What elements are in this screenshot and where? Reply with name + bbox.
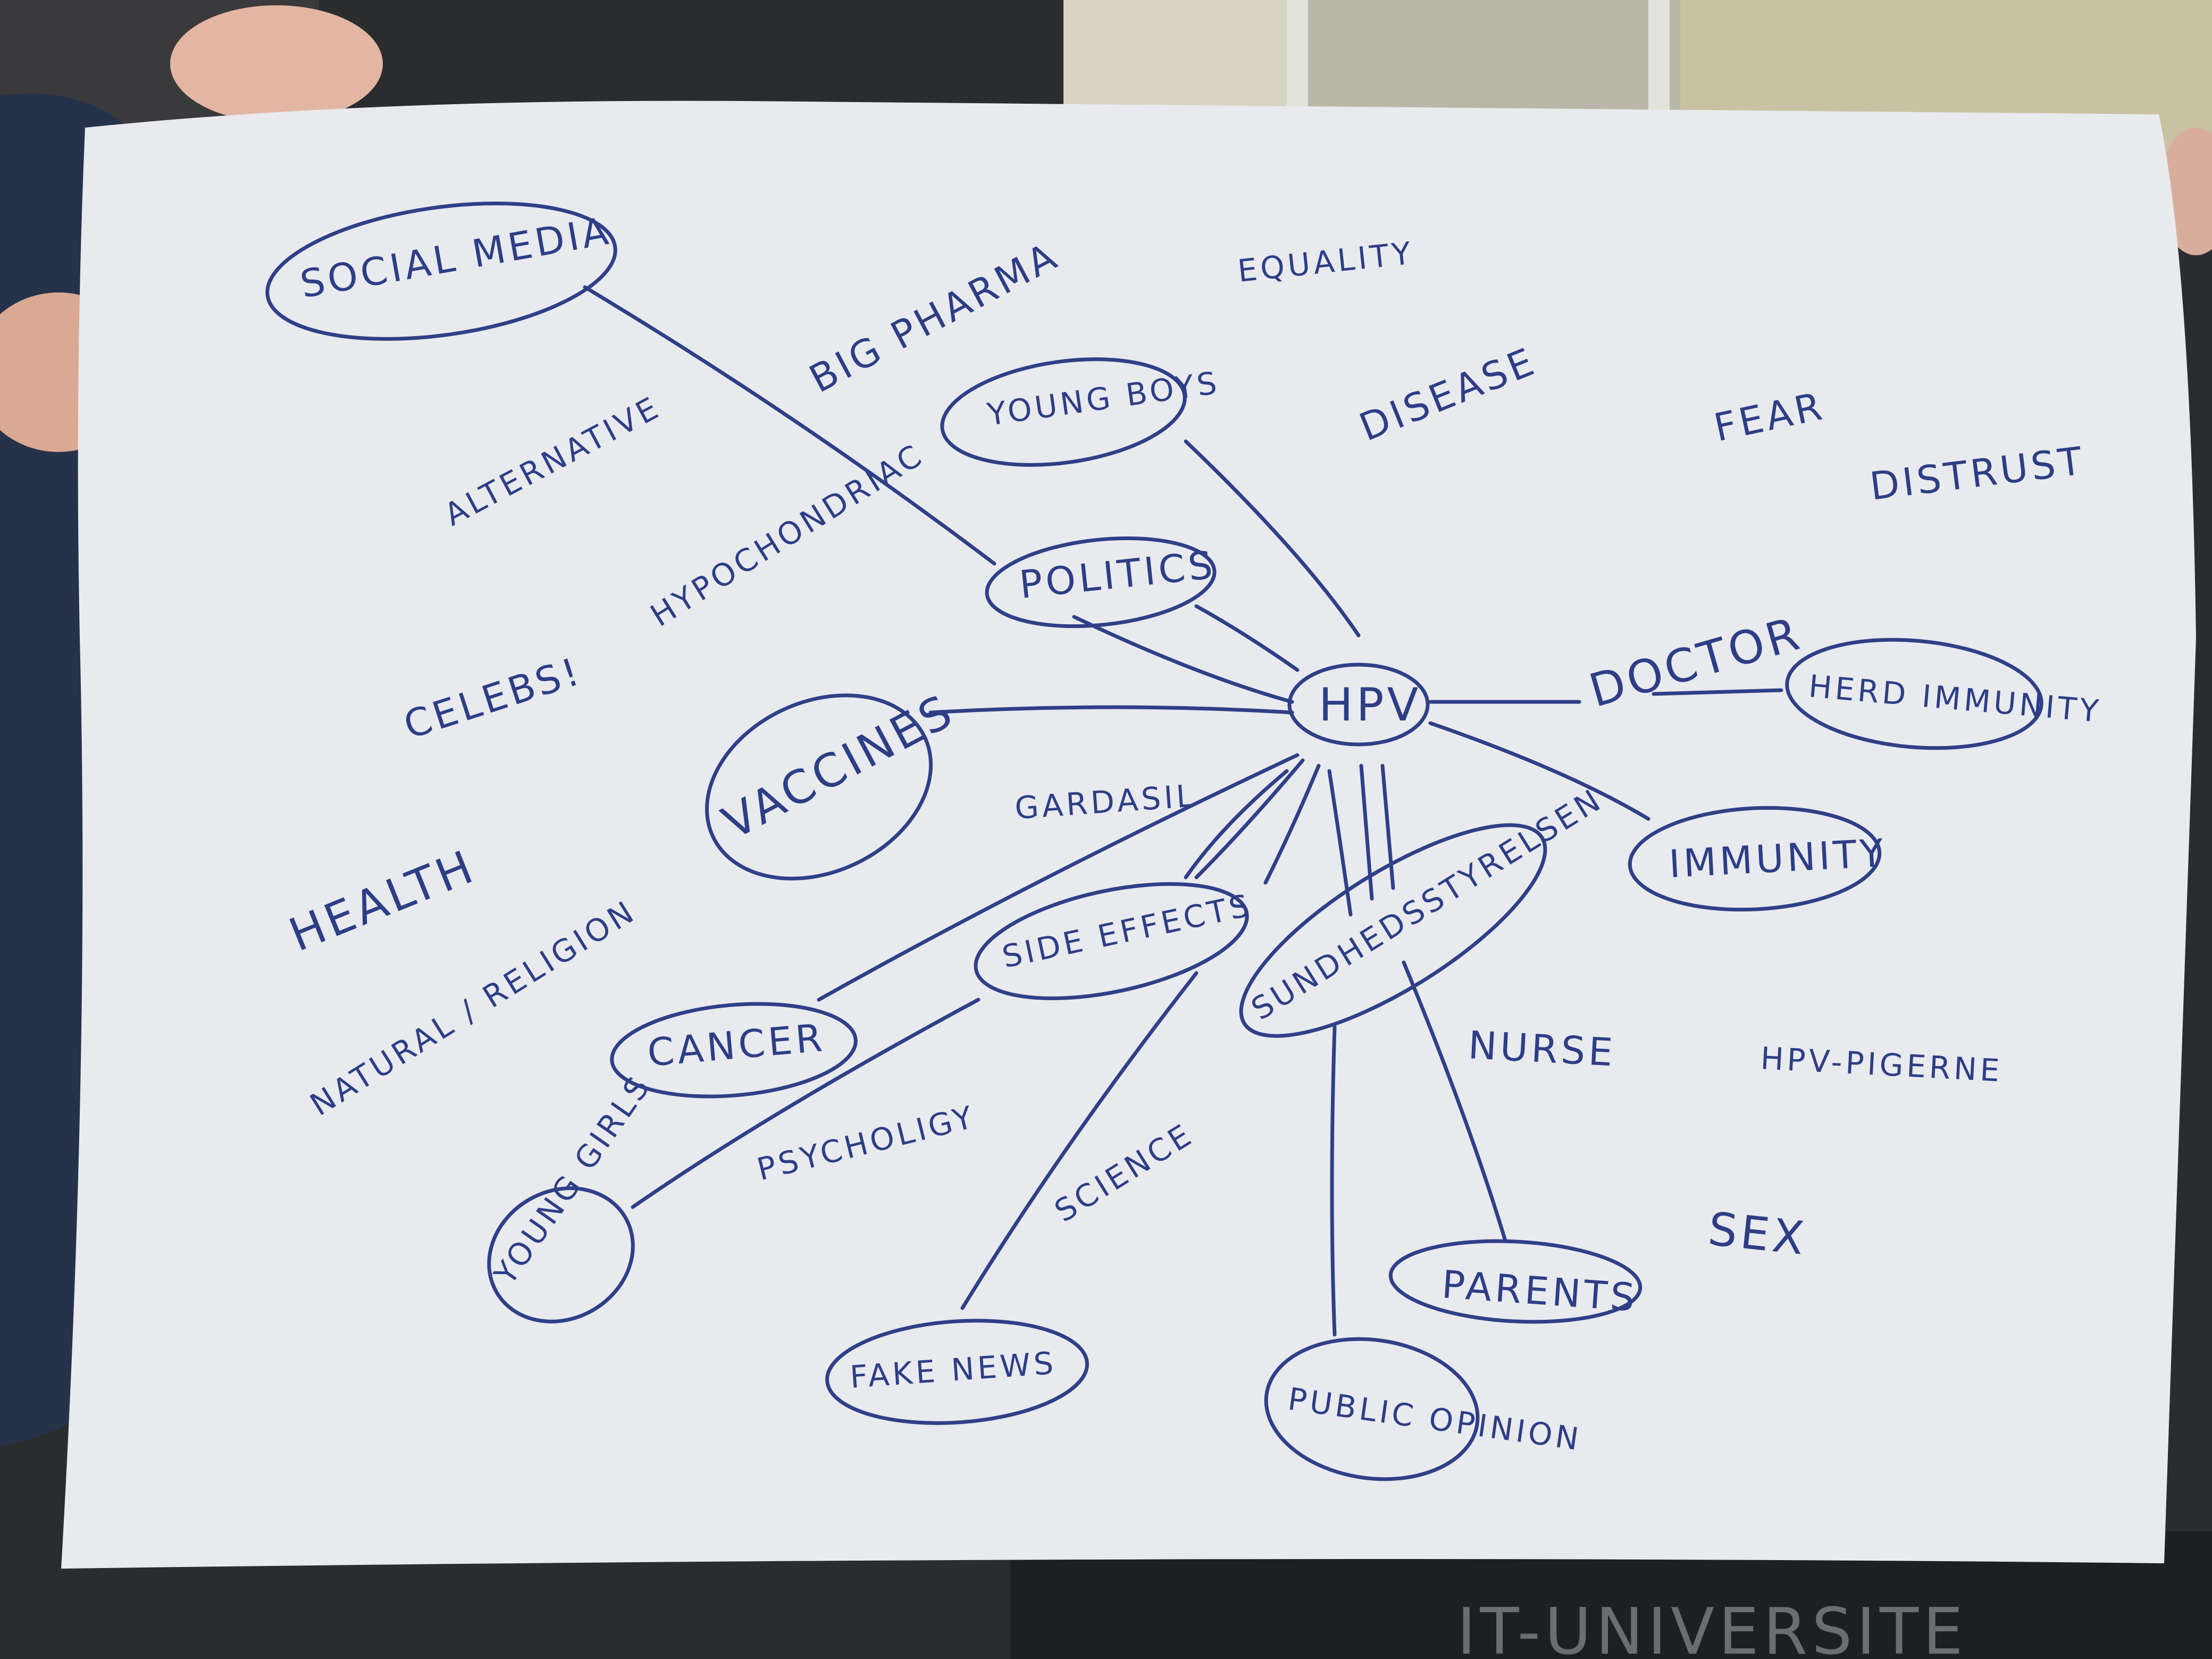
young-boys-circle	[940, 357, 1187, 467]
herd-immunity-circle	[1785, 638, 2043, 750]
hpv-circle	[1287, 663, 1430, 747]
social-media-circle	[265, 202, 617, 341]
side-effects-circle	[974, 882, 1249, 1001]
public-opinion-circle	[1264, 1337, 1480, 1481]
connection-lines	[583, 285, 1783, 1337]
line-public-opinion	[1330, 1024, 1337, 1337]
line-young-girls	[631, 998, 981, 1209]
line-politics-2	[1072, 615, 1294, 704]
line-politics	[1194, 604, 1300, 672]
line-sundhed-2	[1359, 764, 1374, 901]
line-cancer	[817, 753, 1300, 1002]
parents-circle	[1388, 1239, 1643, 1324]
wall-sign: IT-UNIVERSITE	[1457, 1595, 1967, 1659]
sex-label: SEX	[1706, 1202, 1809, 1266]
line-side-effects-2	[1184, 769, 1289, 879]
young-girls-circle	[487, 1186, 635, 1323]
line-herd-immunity	[1652, 688, 1783, 696]
politics-circle	[985, 536, 1217, 629]
fake-news-circle	[825, 1319, 1089, 1425]
hpv-center-label: HPV	[1319, 678, 1421, 732]
line-social-media	[583, 285, 996, 566]
line-immunity	[1428, 721, 1650, 821]
cancer-circle	[610, 1002, 858, 1099]
line-vaccines	[928, 705, 1294, 715]
line-side-effects-3	[1263, 764, 1321, 885]
line-parents	[1402, 960, 1507, 1241]
line-sundhed-3	[1380, 764, 1395, 890]
sundhedsstyrelsen-circle	[1239, 823, 1547, 1038]
line-sundhed-1	[1327, 769, 1353, 917]
hand-top	[170, 5, 383, 122]
line-young-boys	[1184, 439, 1361, 638]
line-side-effects	[1194, 758, 1305, 879]
line-fake-news	[960, 971, 1199, 1310]
immunity-circle	[1628, 806, 1882, 912]
vaccines-circle	[705, 693, 933, 881]
nurse-label: NURSE	[1467, 1023, 1617, 1075]
